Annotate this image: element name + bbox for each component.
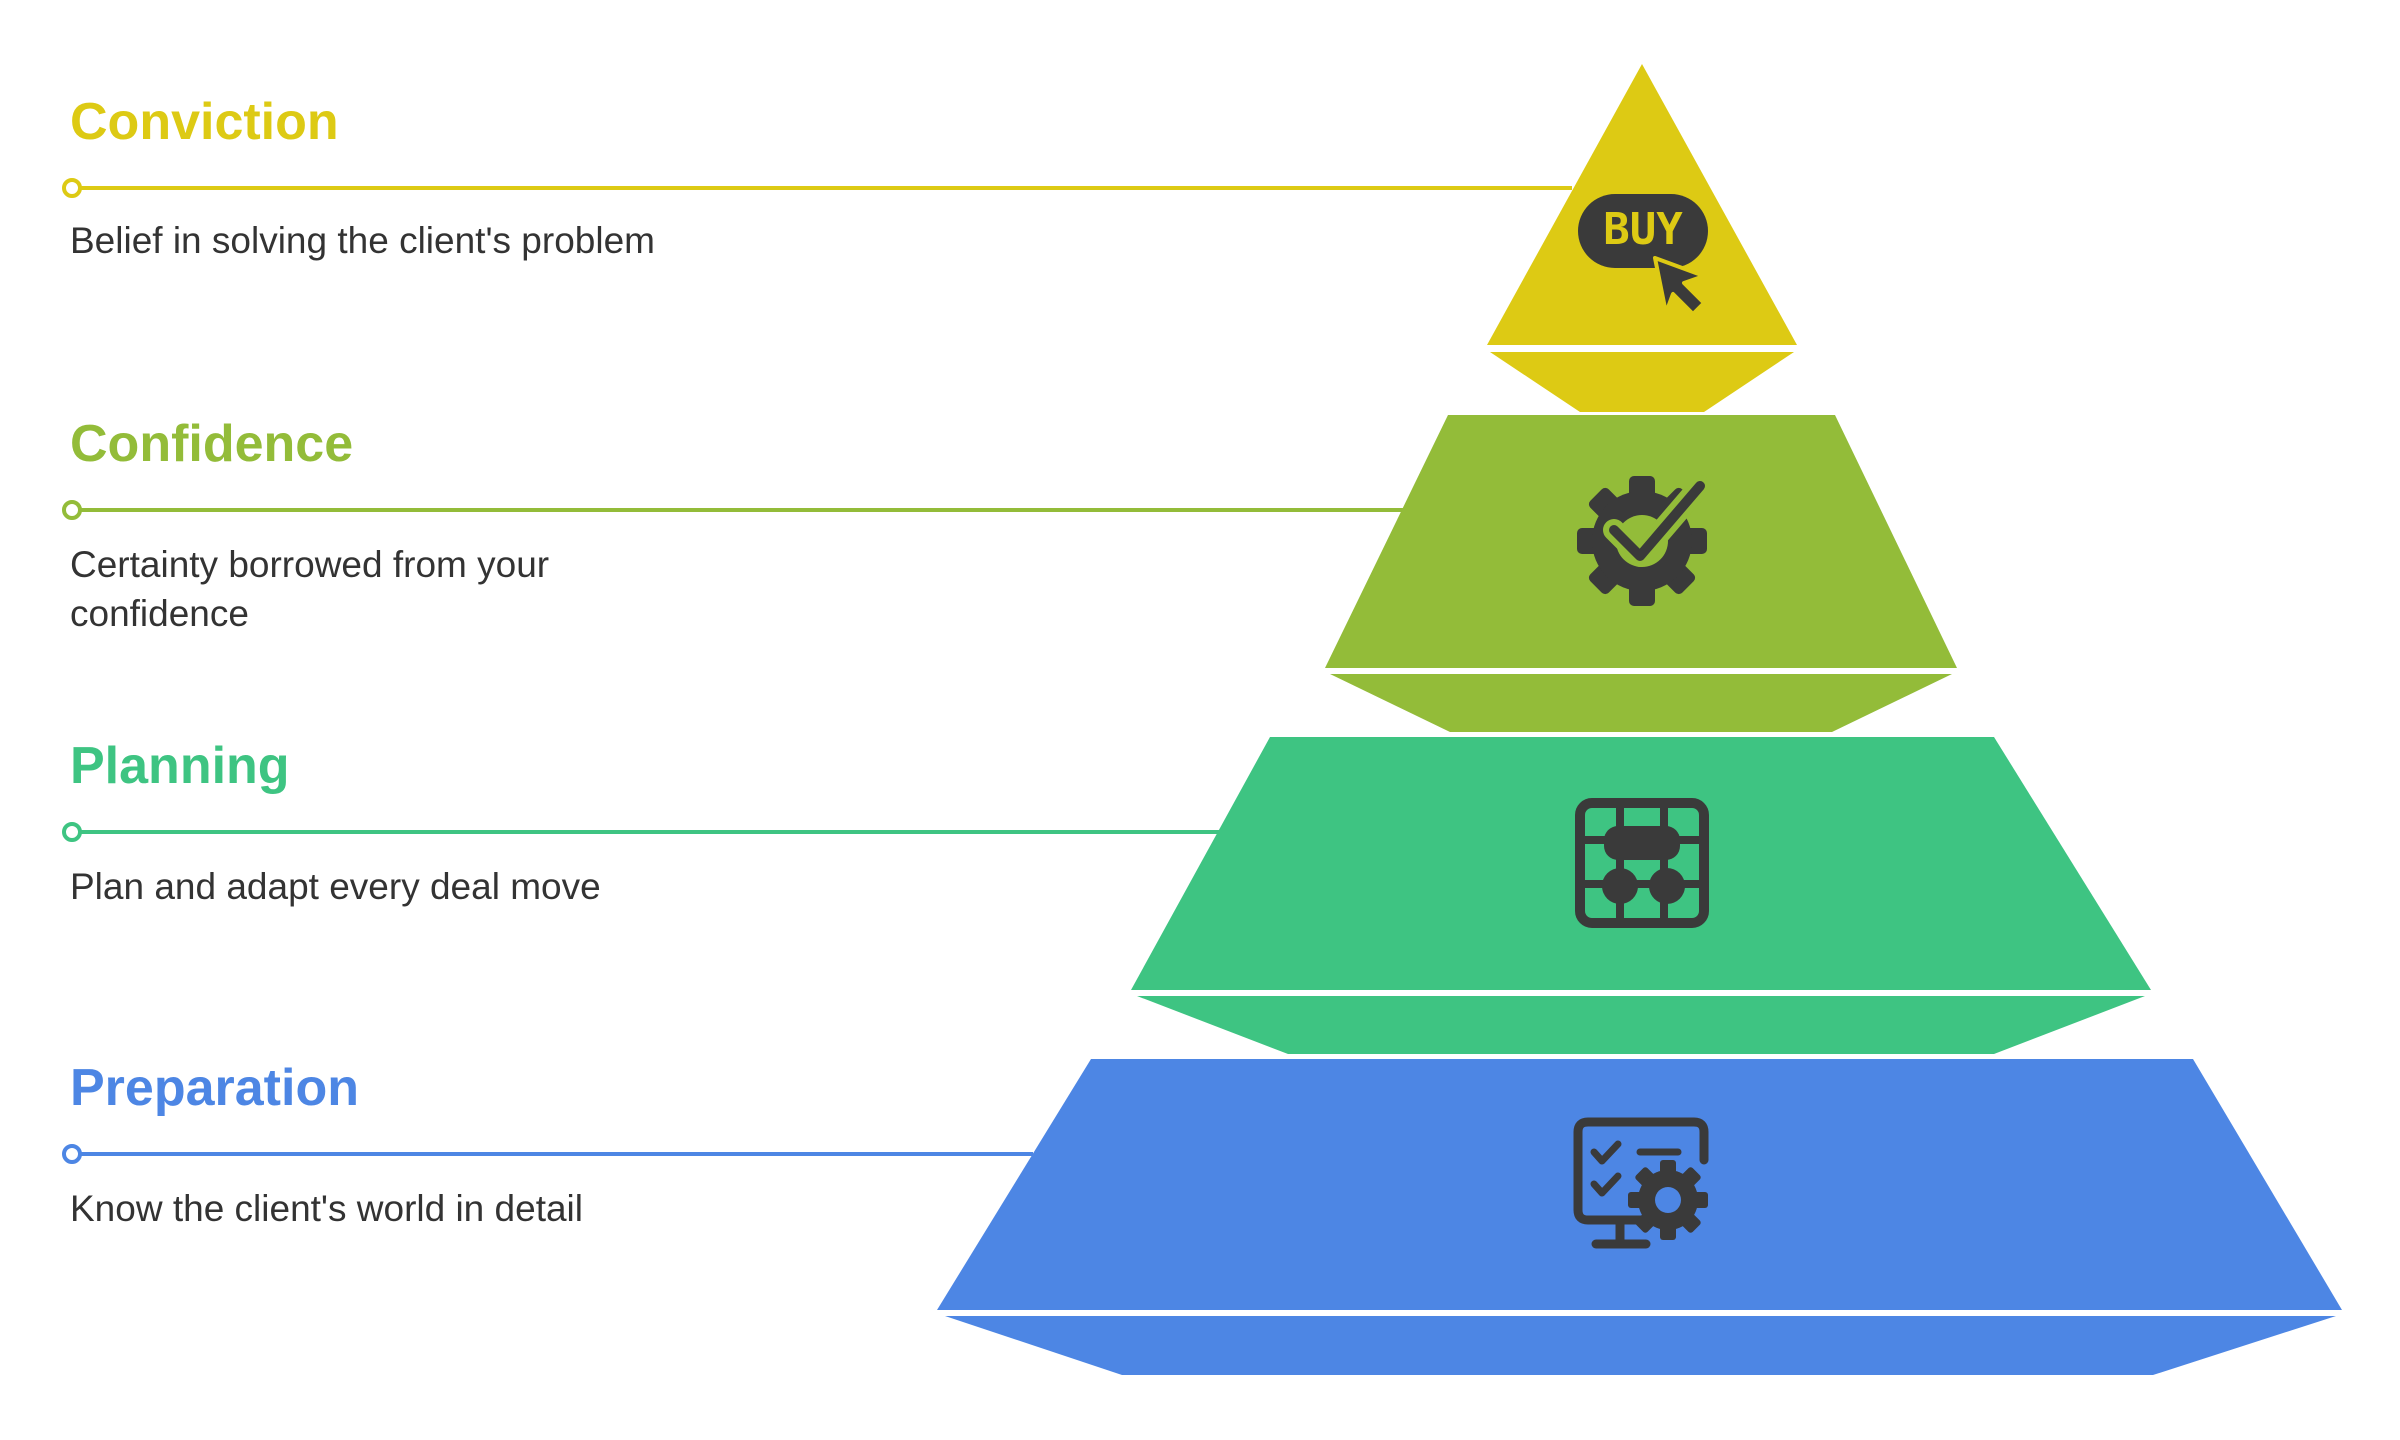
- connector-dot: [62, 178, 82, 198]
- level-description: Certainty borrowed from your confidence: [70, 544, 550, 634]
- pyramid-tier-bevel: [1330, 674, 1952, 732]
- level-description: Plan and adapt every deal move: [70, 866, 601, 907]
- connector-dot: [62, 500, 82, 520]
- level-conviction: BUY: [62, 64, 1797, 412]
- gear-check-icon: [1577, 475, 1711, 606]
- pyramid-tier-bevel: [945, 1316, 2336, 1375]
- level-confidence: [62, 415, 1957, 732]
- connector-dot: [62, 822, 82, 842]
- pyramid-tier-bevel: [1490, 352, 1794, 412]
- level-description: Belief in solving the client's problem: [70, 220, 655, 261]
- level-planning: [62, 737, 2151, 1054]
- pyramid-tier-bevel: [1137, 996, 2145, 1054]
- pyramid-tier: [1131, 737, 2151, 990]
- level-text-preparation: Preparation Know the client's world in d…: [70, 1058, 583, 1233]
- strategy-board-icon: [1575, 798, 1709, 928]
- level-title: Conviction: [70, 93, 339, 151]
- buy-click-icon: BUY: [1578, 194, 1708, 316]
- buy-icon-text: BUY: [1603, 204, 1683, 255]
- level-title: Planning: [70, 737, 290, 795]
- monitor-checklist-gear-icon: [1573, 1117, 1709, 1249]
- level-description: Know the client's world in detail: [70, 1188, 583, 1229]
- level-text-confidence: Confidence Certainty borrowed from your …: [70, 414, 690, 638]
- connector-dot: [62, 1144, 82, 1164]
- level-preparation: [62, 1059, 2342, 1375]
- level-title: Confidence: [70, 415, 354, 473]
- pyramid-tier: [937, 1059, 2342, 1310]
- level-title: Preparation: [70, 1059, 359, 1117]
- level-text-conviction: Conviction Belief in solving the client'…: [70, 92, 655, 265]
- level-text-planning: Planning Plan and adapt every deal move: [70, 736, 601, 911]
